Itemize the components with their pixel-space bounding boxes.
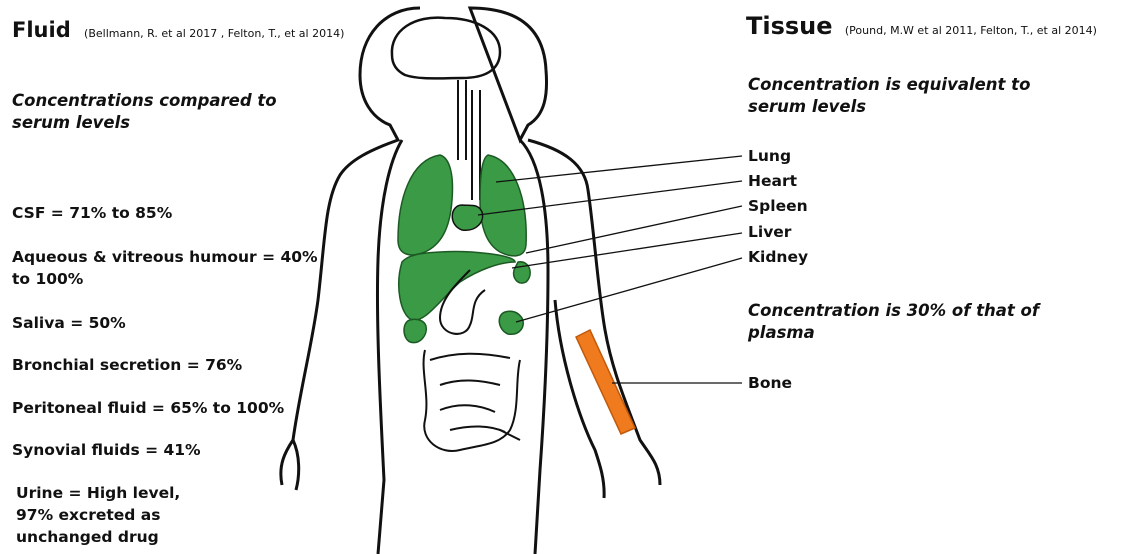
fluid-item-bronchial: Bronchial secretion = 76% (12, 354, 242, 376)
organ-heart: Heart (748, 172, 797, 190)
intestines (424, 350, 520, 451)
kidney-left (404, 319, 426, 342)
fluid-item-csf: CSF = 71% to 85% (12, 202, 172, 224)
organ-bone: Bone (748, 374, 792, 392)
fluid-reference: (Bellmann, R. et al 2017 , Felton, T., e… (84, 27, 344, 40)
tissue-note-plasma: Concentration is 30% of that of plasma (748, 300, 1048, 344)
fluid-item-saliva: Saliva = 50% (12, 312, 126, 334)
liver (399, 252, 515, 321)
fluid-item-peritoneal: Peritoneal fluid = 65% to 100% (12, 397, 284, 419)
kidney-right (499, 311, 523, 334)
tissue-note-serum: Concentration is equivalent to serum lev… (748, 74, 1048, 118)
fluid-item-synovial: Synovial fluids = 41% (12, 439, 201, 461)
organ-spleen: Spleen (748, 197, 808, 215)
bone (576, 330, 635, 434)
lung-right (480, 155, 526, 256)
tissue-heading-row: Tissue (Pound, M.W et al 2011, Felton, T… (746, 12, 1097, 40)
fluid-heading-row: Fluid (Bellmann, R. et al 2017 , Felton,… (12, 18, 344, 42)
leader-kidney (516, 258, 742, 322)
tissue-heading: Tissue (746, 12, 833, 40)
trachea (458, 80, 480, 200)
organ-lung: Lung (748, 147, 791, 165)
fluid-item-humour: Aqueous & vitreous humour = 40% to 100% (12, 246, 322, 290)
fluid-item-urine: Urine = High level, 97% excreted as unch… (16, 482, 186, 548)
leader-spleen (526, 206, 742, 253)
fluid-subtitle: Concentrations compared to serum levels (12, 90, 332, 134)
organ-kidney: Kidney (748, 248, 808, 266)
lung-left (398, 155, 453, 255)
fluid-heading: Fluid (12, 18, 71, 42)
organ-liver: Liver (748, 223, 791, 241)
heart (452, 205, 482, 230)
tissue-reference: (Pound, M.W et al 2011, Felton, T., et a… (845, 24, 1097, 37)
